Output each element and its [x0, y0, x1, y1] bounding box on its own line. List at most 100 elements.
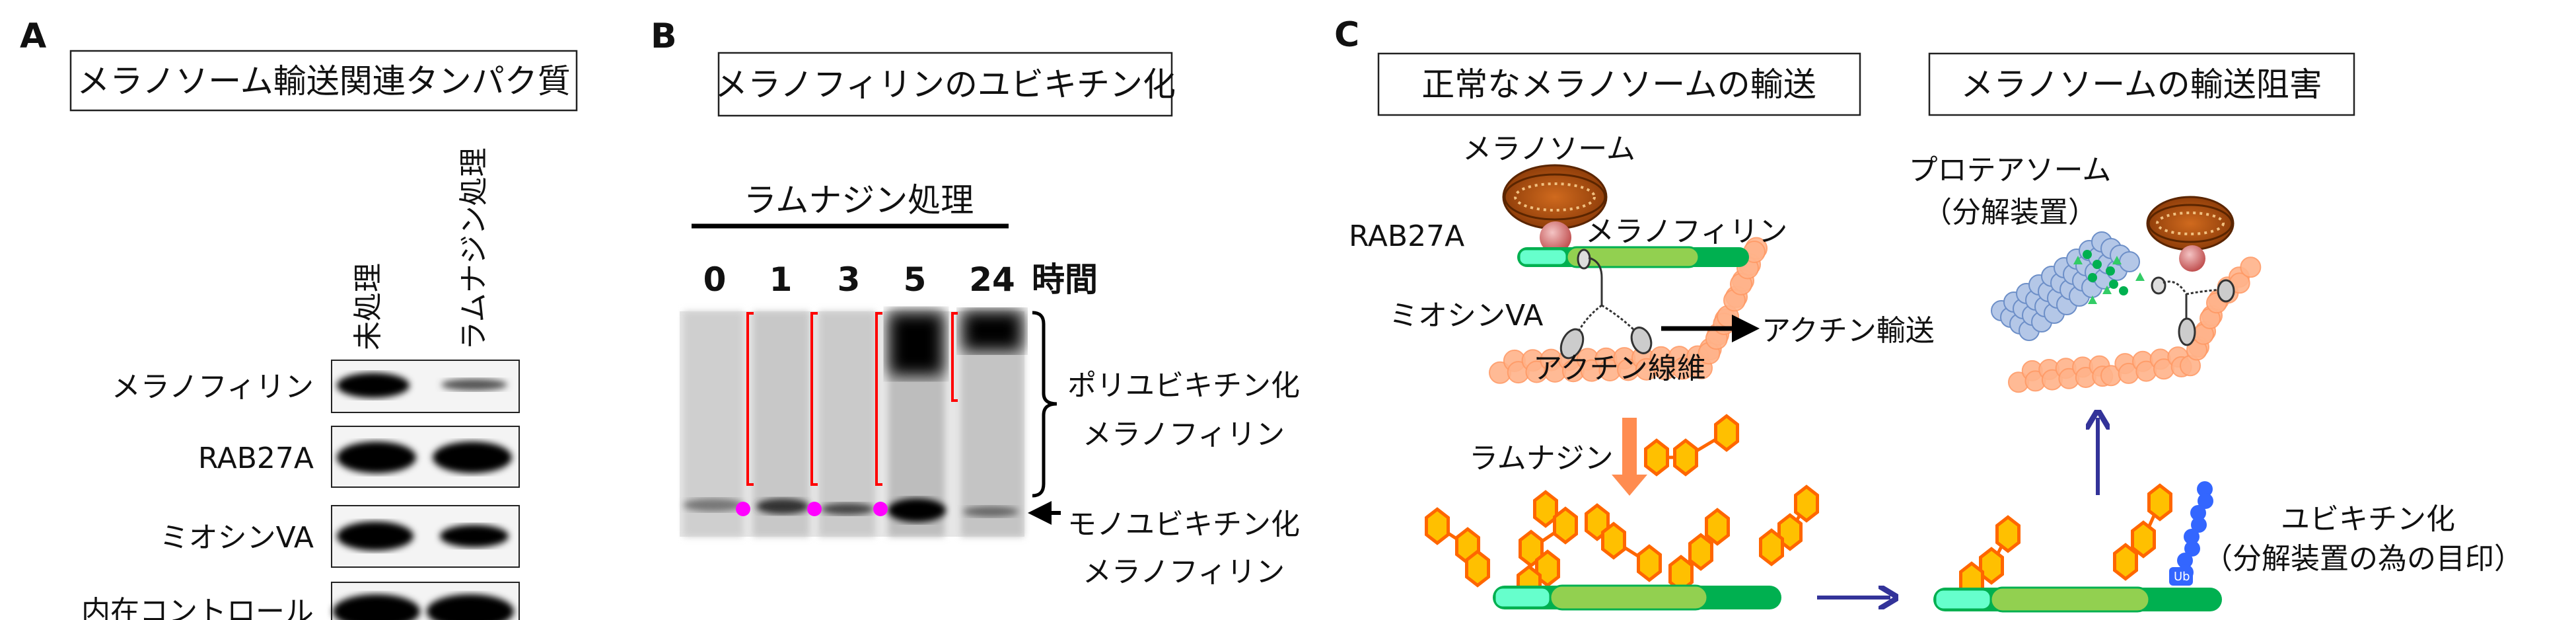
bracket-lane-1 [746, 312, 754, 486]
actin-filament-left [1489, 237, 1768, 384]
dot-lane-5 [873, 502, 888, 516]
timepoint-24: 24 [969, 260, 1015, 299]
row-label-loading-control: 内在コントロール [81, 595, 314, 620]
dot-lane-1 [736, 502, 750, 516]
hexagon [1995, 515, 2021, 553]
bracket-lane-24 [951, 312, 958, 402]
peptide-fragment [2106, 266, 2115, 276]
lane-label-rhamnazin: ラムナジン処理 [457, 147, 491, 350]
time-unit: 時間 [1032, 260, 1098, 299]
bracket-lane-5 [875, 312, 882, 486]
panel-letter-b: B [651, 17, 677, 56]
hexagon [1705, 508, 1730, 546]
rhamnazin-label: ラムナジン [1469, 442, 1614, 475]
panel-letter-a: A [20, 17, 46, 56]
peptide-fragment [2073, 256, 2083, 264]
hexagon [1637, 544, 1662, 582]
treatment-label: ラムナジン処理 [744, 181, 974, 219]
hexagon [1714, 414, 1739, 452]
melanophilin-bar-top [1517, 246, 1749, 268]
rhamnazin-molecules [1425, 414, 2172, 603]
hexagon [1794, 484, 1819, 523]
ubiquitin-tag-bg [2169, 567, 2193, 586]
myosin-va-left [1559, 249, 1653, 360]
myosin-va-label: ミオシンVA [1389, 299, 1543, 332]
peptide-fragment [2119, 286, 2128, 295]
timepoint-5: 5 [904, 260, 927, 299]
poly-ub-brackets [746, 312, 958, 486]
hexagon [1465, 549, 1490, 588]
rhamnazin-arrow-shaft [1622, 418, 1637, 477]
title-box-a [69, 50, 578, 112]
ub-tag: Ub [2174, 570, 2190, 584]
panel-b: B メラノフィリンのユビキチン化 ラムナジン処理 0 1 3 5 24 時間 [651, 17, 1300, 589]
hexagon [1535, 549, 1560, 588]
melanosome-left [1502, 164, 1608, 230]
degradation-fragments [2073, 250, 2145, 304]
ubiquitin-unit [2198, 493, 2213, 509]
hexagon [1519, 529, 1544, 568]
timepoint-3: 3 [838, 260, 861, 299]
title-normal-transport: 正常なメラノソームの輸送 [1421, 65, 1816, 104]
hexagon [1533, 490, 1558, 528]
mono-ub-label-1: モノユビキチン化 [1067, 508, 1300, 541]
mono-ub-label-2: メラノフィリン [1083, 555, 1285, 589]
blot-rab27a [331, 426, 520, 488]
poly-ub-label-2: メラノフィリン [1083, 418, 1285, 451]
actin-transport-label: アクチン輸送 [1762, 314, 1935, 348]
title-transport-inhibition: メラノソームの輸送阻害 [1960, 65, 2322, 104]
ubiquitin-chain [2169, 481, 2213, 586]
proteasome-sublabel: （分解装置） [1923, 196, 2097, 229]
ubiquitin-unit [2197, 481, 2213, 497]
rab27a-ball [1540, 221, 1571, 253]
peptide-fragment [2135, 272, 2145, 281]
proteasome-label: プロテアソーム [1909, 153, 2112, 187]
ubiquitin-unit [2190, 505, 2206, 521]
mono-ub-dots [736, 502, 888, 516]
peptide-fragment [2109, 280, 2118, 289]
ubiquitin-unit [2184, 529, 2200, 545]
title-box-inhibition [1928, 52, 2355, 116]
melanophilin-bar-bottom-left [1493, 584, 1781, 611]
blot-myosin-va [331, 505, 520, 568]
title-box-b [717, 52, 1173, 117]
ubiquitin-unit [2191, 517, 2207, 533]
peptide-fragment [2088, 295, 2097, 304]
dot-lane-3 [807, 502, 822, 516]
ubiquitination-label: ユビキチン化 [2281, 502, 2455, 536]
panel-a: A メラノソーム輸送関連タンパク質 未処理 ラムナジン処理 メラノフィリン RA… [20, 17, 578, 620]
timepoint-0: 0 [703, 260, 727, 299]
hexagon [1979, 547, 2004, 585]
peptide-fragment [2093, 260, 2102, 269]
melanophilin-label: メラノフィリン [1585, 215, 1787, 249]
actin-bead [2240, 256, 2262, 278]
hexagon [1601, 522, 1626, 560]
bracket-lane-3 [810, 312, 818, 486]
proteasome-subunit [2119, 251, 2140, 272]
row-label-melanophilin: メラノフィリン [112, 370, 314, 404]
hexagon [2113, 543, 2138, 581]
rab27a-ball-right [2179, 245, 2205, 272]
panel-c: C 正常なメラノソームの輸送 メラノソームの輸送阻害 メラノソーム RAB27A… [1334, 15, 2523, 613]
blot-loading-control [331, 582, 520, 620]
row-label-myosin-va: ミオシンVA [160, 521, 314, 555]
title-box-normal [1377, 52, 1861, 116]
myosin-va-right [2151, 276, 2235, 346]
hexagon [1759, 528, 1784, 566]
lane-label-untreated: 未処理 [351, 263, 385, 350]
hexagon [1553, 506, 1578, 545]
title-b: メラノフィリンのユビキチン化 [715, 65, 1176, 104]
ubiquitin-unit [2184, 541, 2200, 557]
actin-filament-label: アクチン線維 [1533, 352, 1706, 385]
title-a: メラノソーム輸送関連タンパク質 [77, 62, 571, 100]
row-label-rab27a: RAB27A [198, 442, 314, 475]
rab27a-label: RAB27A [1349, 219, 1464, 253]
peptide-fragment [2083, 250, 2092, 259]
hexagon [1688, 533, 1713, 571]
melanophilin-bar-bottom-right [1933, 586, 2222, 613]
peptide-fragment [2088, 273, 2097, 282]
ubiquitin-unit [2177, 553, 2193, 568]
hexagon [1673, 438, 1698, 477]
actin-filament-right [2008, 256, 2262, 393]
